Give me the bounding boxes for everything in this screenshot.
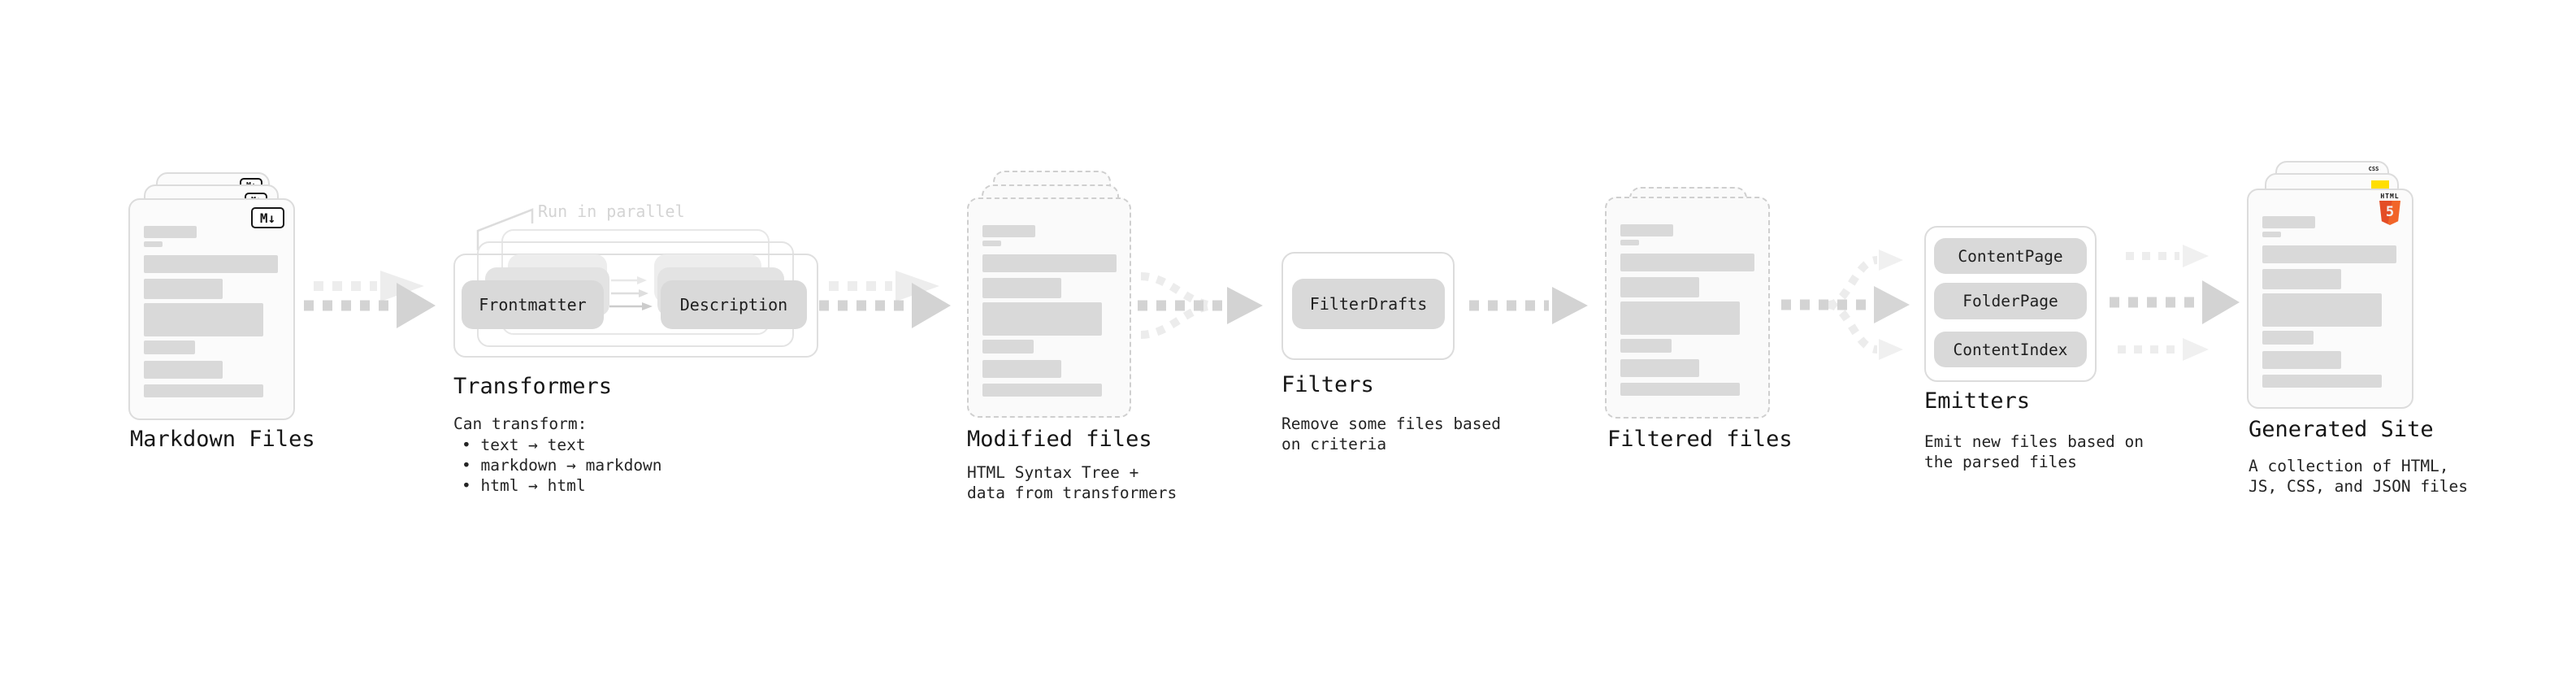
skeleton-bar bbox=[2262, 293, 2382, 327]
transformers-desc-heading: Can transform: bbox=[453, 414, 588, 433]
skeleton-bar bbox=[144, 303, 263, 336]
skeleton-bar bbox=[144, 361, 223, 379]
skeleton-bar bbox=[2262, 351, 2341, 369]
skeleton-bar bbox=[144, 241, 163, 247]
markdown-icon: M↓ bbox=[251, 207, 284, 228]
skeleton-bar bbox=[2262, 232, 2281, 237]
description-pill: Description bbox=[661, 280, 807, 329]
annotation-bracket bbox=[476, 208, 534, 250]
skeleton-bar bbox=[144, 279, 223, 299]
skeleton-bar bbox=[1620, 240, 1639, 245]
skeleton-bar bbox=[2262, 375, 2382, 388]
arrow-emitters-to-generated bbox=[2110, 245, 2240, 361]
skeleton-bar bbox=[144, 384, 263, 397]
skeleton-bar bbox=[1620, 359, 1699, 377]
contentindex-pill: ContentIndex bbox=[1934, 332, 2087, 367]
html5-icon: HTML 5 bbox=[2376, 193, 2404, 225]
modified-files-desc: data from transformers bbox=[967, 484, 1177, 502]
html-file-card: HTML 5 bbox=[2247, 189, 2413, 409]
skeleton-bar bbox=[982, 254, 1117, 272]
skeleton-bar bbox=[1620, 277, 1699, 297]
modified-files-title: Modified files bbox=[967, 427, 1152, 452]
skeleton-bar bbox=[982, 241, 1001, 246]
transformers-title: Transformers bbox=[453, 374, 613, 399]
arrow-modified-to-filters bbox=[1138, 272, 1263, 339]
html5-icon-shield: 5 bbox=[2379, 201, 2400, 225]
markdown-file-card-front: M↓ bbox=[128, 198, 295, 420]
contentpage-pill: ContentPage bbox=[1934, 238, 2087, 274]
generated-site-desc: A collection of HTML, bbox=[2249, 457, 2449, 475]
skeleton-bar bbox=[2262, 269, 2341, 289]
run-in-parallel-annotation: Run in parallel bbox=[538, 202, 685, 221]
transformers-bullet: • markdown → markdown bbox=[462, 456, 662, 475]
css-icon-label: CSS bbox=[2368, 166, 2379, 172]
emitters-desc: the parsed files bbox=[1924, 453, 2077, 471]
markdown-files-title: Markdown Files bbox=[130, 427, 315, 452]
filters-desc: on criteria bbox=[1281, 435, 1387, 453]
filtered-file-card-front bbox=[1605, 197, 1770, 419]
skeleton-bar bbox=[982, 360, 1061, 378]
skeleton-bar bbox=[982, 340, 1034, 354]
skeleton-bar bbox=[2262, 216, 2315, 228]
generated-site-title: Generated Site bbox=[2249, 417, 2434, 442]
frontmatter-pill: Frontmatter bbox=[462, 280, 604, 329]
transformer-frame-front bbox=[453, 254, 818, 358]
modified-files-desc: HTML Syntax Tree + bbox=[967, 463, 1139, 482]
skeleton-bar bbox=[1620, 339, 1672, 353]
skeleton-bar bbox=[1620, 224, 1673, 236]
skeleton-bar bbox=[1620, 301, 1740, 335]
pill-flow-arrows bbox=[609, 276, 653, 310]
filterdrafts-pill: FilterDrafts bbox=[1292, 279, 1445, 329]
skeleton-bar bbox=[2262, 331, 2314, 345]
skeleton-bar bbox=[982, 302, 1102, 336]
modified-file-card-front bbox=[967, 197, 1131, 418]
skeleton-bar bbox=[1620, 254, 1754, 271]
filters-desc: Remove some files based bbox=[1281, 414, 1502, 433]
filtered-files-title: Filtered files bbox=[1607, 427, 1793, 452]
html5-icon-label: HTML bbox=[2380, 193, 2400, 200]
arrow-filtered-to-emitters bbox=[1781, 249, 1910, 360]
skeleton-bar bbox=[2262, 245, 2396, 263]
arrow-transformers-to-modified bbox=[819, 271, 951, 328]
transformers-bullet: • text → text bbox=[462, 436, 586, 454]
emitters-title: Emitters bbox=[1924, 388, 2031, 414]
emitters-desc: Emit new files based on bbox=[1924, 432, 2144, 451]
transformers-bullet: • html → html bbox=[462, 476, 586, 495]
js-icon bbox=[2371, 180, 2389, 189]
skeleton-bar bbox=[982, 384, 1102, 397]
skeleton-bar bbox=[1620, 383, 1740, 396]
generated-site-desc: JS, CSS, and JSON files bbox=[2249, 477, 2469, 496]
filters-title: Filters bbox=[1281, 372, 1374, 397]
arrow-markdown-to-transformers bbox=[304, 271, 436, 328]
skeleton-bar bbox=[982, 278, 1061, 298]
skeleton-bar bbox=[144, 255, 278, 273]
arrow-filters-to-filtered bbox=[1469, 287, 1588, 324]
skeleton-bar bbox=[144, 340, 195, 354]
folderpage-pill: FolderPage bbox=[1934, 283, 2087, 319]
skeleton-bar bbox=[144, 226, 197, 238]
skeleton-bar bbox=[982, 225, 1035, 237]
